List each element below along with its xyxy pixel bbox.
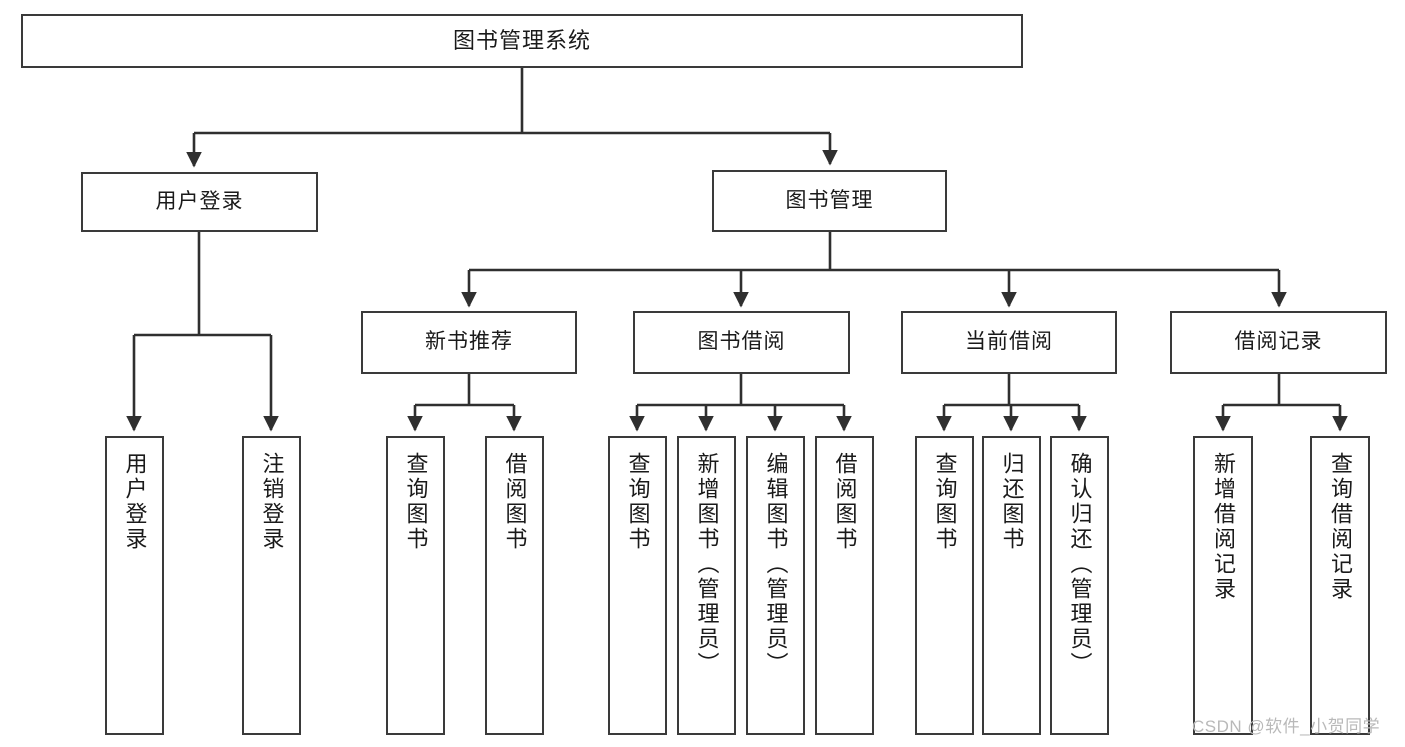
node-user-login[interactable]: 用户登录 [81, 172, 318, 232]
node-current-borrow[interactable]: 当前借阅 [901, 311, 1117, 374]
node-leaf-add-record[interactable]: 新增借阅记录 [1193, 436, 1253, 735]
node-label: 新书推荐 [425, 330, 513, 354]
node-label: 查询图书 [625, 452, 651, 552]
node-label: 当前借阅 [965, 330, 1053, 354]
node-leaf-add-book[interactable]: 新增图书（管理员） [677, 436, 736, 735]
node-label: 新增图书（管理员） [694, 452, 720, 677]
node-label: 归还图书 [999, 452, 1025, 552]
node-label: 图书管理 [785, 188, 874, 212]
node-label: 新增借阅记录 [1211, 452, 1236, 602]
node-leaf-query-book-3[interactable]: 查询图书 [915, 436, 974, 735]
node-label: 确认归还（管理员） [1067, 452, 1093, 677]
node-label: 用户登录 [155, 189, 244, 213]
node-label: 注销登录 [259, 452, 285, 552]
node-leaf-query-record[interactable]: 查询借阅记录 [1310, 436, 1370, 735]
node-book-manage[interactable]: 图书管理 [712, 170, 947, 232]
node-label: 用户登录 [122, 452, 148, 552]
node-label: 编辑图书（管理员） [763, 452, 789, 677]
node-label: 查询图书 [403, 452, 429, 552]
node-leaf-borrow-book-2[interactable]: 借阅图书 [815, 436, 874, 735]
node-label: 查询借阅记录 [1328, 452, 1353, 602]
node-leaf-confirm-return[interactable]: 确认归还（管理员） [1050, 436, 1109, 735]
node-label: 图书借阅 [697, 330, 786, 354]
node-leaf-query-book-1[interactable]: 查询图书 [386, 436, 445, 735]
node-label: 借阅图书 [832, 452, 858, 552]
node-root-system[interactable]: 图书管理系统 [21, 14, 1023, 68]
node-leaf-user-login[interactable]: 用户登录 [105, 436, 164, 735]
node-label: 借阅记录 [1234, 330, 1323, 354]
node-leaf-edit-book[interactable]: 编辑图书（管理员） [746, 436, 805, 735]
node-leaf-return-book[interactable]: 归还图书 [982, 436, 1041, 735]
node-label: 借阅图书 [502, 452, 528, 552]
node-label: 图书管理系统 [452, 28, 591, 54]
node-book-borrow[interactable]: 图书借阅 [633, 311, 850, 374]
node-label: 查询图书 [932, 452, 958, 552]
node-borrow-record[interactable]: 借阅记录 [1170, 311, 1387, 374]
node-leaf-query-book-2[interactable]: 查询图书 [608, 436, 667, 735]
node-leaf-borrow-book-1[interactable]: 借阅图书 [485, 436, 544, 735]
node-leaf-logout[interactable]: 注销登录 [242, 436, 301, 735]
node-new-book-rec[interactable]: 新书推荐 [361, 311, 577, 374]
